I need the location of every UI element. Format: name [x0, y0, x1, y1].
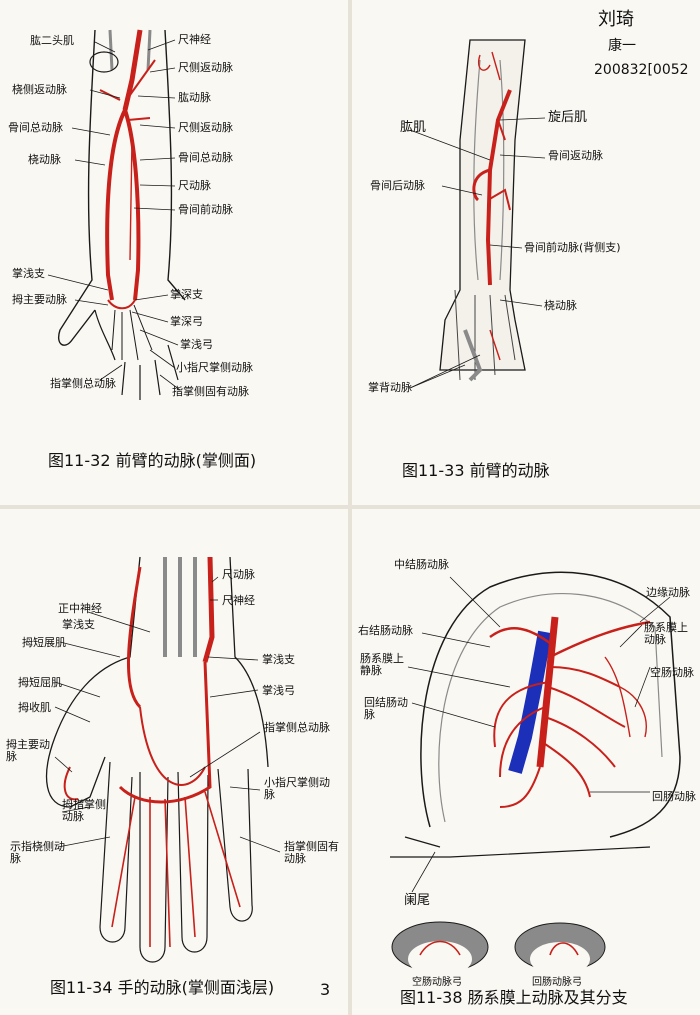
class-name: 康一 — [608, 38, 636, 54]
label-palmar-branch: 掌浅支 — [62, 618, 95, 631]
label-common-palmar-digital: 指掌侧总动脉 — [264, 721, 330, 734]
label-interosseous-common2: 骨间总动脉 — [178, 151, 233, 164]
forearm-dorsal-drawing — [409, 39, 546, 389]
label-common-digital: 指掌侧总动脉 — [50, 377, 116, 390]
caption-11-34: 图11-34 手的动脉(掌侧面浅层) — [50, 978, 275, 997]
vertical-divider — [348, 0, 352, 1015]
label-radial-recurrent: 桡侧返动脉 — [12, 83, 67, 96]
label-brachioradialis: 旋后肌 — [548, 110, 588, 125]
label-ulnar-artery: 尺动脉 — [222, 568, 255, 581]
label-superficial-arch: 掌浅弓 — [262, 684, 295, 697]
label-pollicis-brevis: 拇短展肌 — [22, 636, 66, 649]
caption-11-33: 图11-33 前臂的动脉 — [402, 461, 550, 480]
mesenteric-drawing — [390, 571, 681, 977]
label-little-finger-ulnar: 小指尺掌侧动脉 — [264, 776, 330, 801]
caption-11-38: 图11-38 肠系膜上动脉及其分支 — [400, 988, 628, 1007]
label-ulnar-nerve: 尺神经 — [222, 594, 255, 607]
label-palmar-branch: 掌浅支 — [12, 267, 45, 280]
label-ileal-arcade: 回肠动脉弓 — [532, 977, 582, 988]
label-sma: 肠系膜上动脉 — [644, 621, 688, 646]
label-proper-digital: 指掌侧固有动脉 — [172, 385, 249, 398]
label-palmar-branch2: 掌深支 — [170, 288, 203, 301]
label-radial-artery: 桡动脉 — [544, 299, 577, 312]
label-ulnar-recurrent: 尺侧返动脉 — [178, 61, 233, 74]
label-common-interosseous: 骨间总动脉 — [8, 121, 63, 134]
label-little-finger: 小指尺掌侧动脉 — [176, 361, 253, 374]
label-princeps-pollicis: 拇主要动脉 — [6, 738, 50, 763]
label-median-nerve: 正中神经 — [58, 602, 102, 615]
label-ileocolic: 回结肠动脉 — [364, 696, 408, 721]
label-index-radial: 示指桡侧动脉 — [10, 840, 65, 865]
caption-11-32: 图11-32 前臂的动脉(掌侧面) — [48, 451, 257, 470]
label-interosseous-recurrent: 骨间后动脉 — [370, 179, 425, 192]
figure-11-34-panel: 尺动脉 尺神经 正中神经 掌浅支 拇短展肌 掌浅支 拇短屈肌 掌浅弓 拇收肌 拇… — [0, 507, 350, 1015]
figure-11-32-panel: 肱二头肌 尺神经 尺侧返动脉 桡侧返动脉 肱动脉 骨间总动脉 尺侧返动脉 桡动脉… — [0, 0, 350, 507]
label-ulnar-nerve: 尺神经 — [178, 33, 211, 46]
label-thumb-palmar: 拇指掌侧动脉 — [62, 798, 106, 823]
label-jejunal-arcade: 空肠动脉弓 — [412, 977, 462, 988]
label-brachialis: 肱肌 — [400, 120, 427, 135]
label-dorsal-metacarpal: 掌背动脉 — [368, 381, 412, 394]
figure-11-33-panel: 刘琦 康一 200832[0052 肱肌 旋后肌 骨间返动脉 骨间后动脉 骨间前… — [350, 0, 700, 507]
label-brachial: 肱动脉 — [178, 91, 211, 104]
hand-palmar-drawing — [45, 556, 281, 963]
label-superficial-palmar: 掌浅支 — [262, 653, 295, 666]
label-jejunal: 空肠动脉 — [650, 666, 694, 679]
label-radial: 桡动脉 — [28, 153, 61, 166]
label-post-interosseous: 骨间返动脉 — [548, 149, 603, 162]
label-ulnar-artery: 尺动脉 — [178, 179, 211, 192]
label-ulnar-collateral: 尺侧返动脉 — [178, 121, 233, 134]
label-marginal: 边缘动脉 — [646, 586, 690, 599]
forearm-palmar-drawing — [47, 29, 186, 400]
author-name: 刘琦 — [598, 9, 634, 30]
label-thumb-artery: 拇主要动脉 — [12, 293, 67, 306]
student-id: 200832[0052 — [594, 62, 689, 78]
label-pollicis-flexor: 拇短屈肌 — [18, 676, 62, 689]
label-sma-vein: 肠系膜上静脉 — [360, 652, 404, 677]
label-right-colic: 右结肠动脉 — [358, 624, 413, 637]
label-superficial-arch: 掌浅弓 — [180, 338, 213, 351]
label-ant-interosseous: 骨间前动脉(背侧支) — [524, 241, 621, 254]
label-anterior-interosseous: 骨间前动脉 — [178, 203, 233, 216]
label-deep-arch: 掌深弓 — [170, 315, 203, 328]
label-adductor: 拇收肌 — [18, 701, 51, 714]
page-number: 3 — [320, 980, 331, 999]
label-middle-colic: 中结肠动脉 — [394, 558, 449, 571]
label-biceps: 肱二头肌 — [30, 34, 74, 47]
label-cecum: 阑尾 — [404, 893, 431, 908]
figure-11-38-panel: 中结肠动脉 边缘动脉 右结肠动脉 肠系膜上动脉 肠系膜上静脉 空肠动脉 回结肠动… — [350, 507, 700, 1015]
label-proper-palmar-digital: 指掌侧固有动脉 — [284, 840, 339, 865]
label-ileal: 回肠动脉 — [652, 790, 696, 803]
